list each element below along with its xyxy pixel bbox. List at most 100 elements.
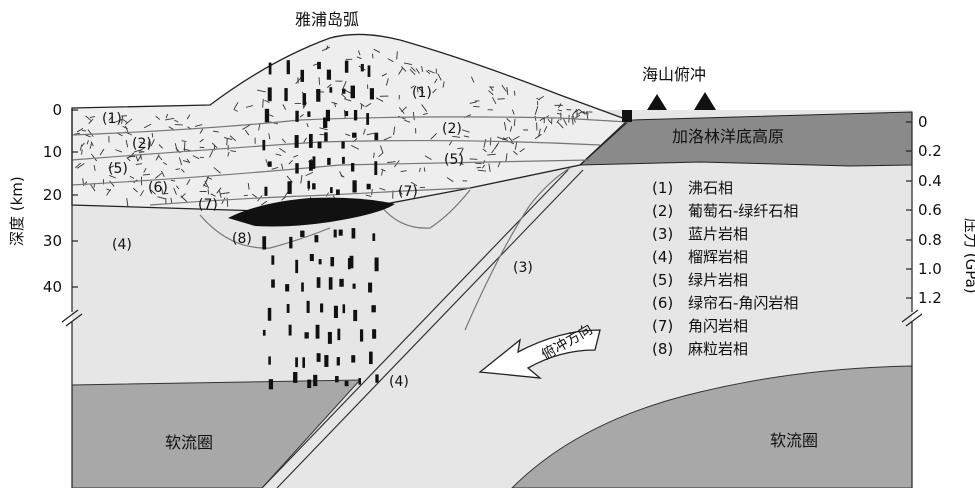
- hatch-stroke: [558, 103, 562, 109]
- hatch-stroke: [76, 127, 84, 133]
- hatch-stroke: [350, 145, 360, 150]
- hatch-stroke: [135, 156, 139, 162]
- melt-vein: [304, 332, 309, 339]
- hatch-stroke: [137, 155, 142, 162]
- melt-vein: [372, 329, 377, 339]
- melt-vein: [371, 305, 376, 313]
- melt-vein: [342, 88, 346, 94]
- hatch-stroke: [157, 196, 166, 200]
- hatch-stroke: [503, 122, 507, 131]
- hatch-stroke: [134, 149, 142, 153]
- melt-vein: [316, 89, 321, 102]
- legend-number: (3): [652, 225, 673, 243]
- facies-label-5-left: (5): [108, 161, 128, 177]
- melt-vein: [351, 355, 356, 363]
- melt-vein: [312, 156, 316, 169]
- hatch-stroke: [452, 135, 461, 138]
- hatch-stroke: [321, 46, 330, 52]
- asthenosphere-right: [511, 365, 913, 488]
- hatch-stroke: [299, 113, 304, 118]
- hatch-stroke: [179, 157, 183, 166]
- hatch-stroke: [421, 104, 428, 112]
- hatch-stroke: [209, 150, 214, 158]
- melt-vein: [285, 284, 290, 292]
- melt-vein: [337, 328, 341, 341]
- left-tick-label: 0: [52, 101, 62, 119]
- hatch-stroke: [457, 147, 463, 150]
- left-axis-title: 深度 (km): [8, 176, 26, 246]
- melt-vein: [374, 132, 379, 141]
- hatch-stroke: [534, 115, 537, 121]
- hatch-stroke: [170, 197, 173, 203]
- hatch-stroke: [108, 165, 115, 169]
- hatch-stroke: [512, 150, 518, 156]
- hatch-stroke: [258, 123, 261, 131]
- hatch-stroke: [303, 137, 307, 143]
- hatch-stroke: [513, 90, 516, 96]
- hatch-stroke: [357, 50, 361, 56]
- hatch-stroke: [139, 190, 144, 197]
- hatch-stroke: [260, 200, 268, 206]
- hatch-stroke: [125, 139, 129, 148]
- hatch-stroke: [476, 166, 482, 169]
- hatch-stroke: [158, 144, 164, 149]
- hatch-stroke: [288, 159, 293, 165]
- slab-lower-line: [276, 169, 584, 488]
- hatch-stroke: [410, 181, 418, 187]
- hatch-stroke: [306, 123, 309, 128]
- left-tick-label: 20: [43, 186, 62, 204]
- melt-vein: [262, 329, 266, 336]
- facies-label-2-right: (2): [442, 121, 462, 137]
- melt-vein: [267, 307, 272, 321]
- right-axis-title: 压力 (GPa): [962, 218, 975, 294]
- hatch-stroke: [547, 118, 552, 124]
- melt-vein: [327, 331, 332, 344]
- melt-vein: [324, 355, 329, 367]
- hatch-stroke: [393, 126, 396, 136]
- facies-label-7-right: (7): [398, 184, 418, 200]
- hatch-stroke: [93, 164, 96, 171]
- melt-vein: [317, 61, 321, 70]
- hatch-stroke: [385, 78, 389, 86]
- hatch-stroke: [162, 193, 169, 195]
- hatch-stroke: [210, 193, 216, 197]
- hatch-stroke: [400, 66, 407, 72]
- hatch-stroke: [199, 128, 204, 134]
- hatch-stroke: [415, 68, 420, 74]
- melt-veins: [262, 60, 379, 390]
- hatch-stroke: [379, 187, 386, 191]
- melt-vein: [315, 324, 320, 339]
- hatch-stroke: [380, 145, 384, 154]
- hatch-stroke: [161, 187, 164, 194]
- hatch-stroke: [473, 105, 480, 108]
- hatch-stroke: [75, 162, 82, 169]
- melt-vein: [344, 60, 349, 73]
- hatch-stroke: [412, 111, 415, 121]
- hatch-stroke: [271, 167, 279, 170]
- legend-facies-name: 沸石相: [688, 179, 733, 197]
- melt-vein: [327, 157, 331, 165]
- melt-vein: [307, 180, 310, 189]
- left-tick-label: 40: [43, 278, 62, 296]
- hatch-stroke: [192, 155, 200, 160]
- hatch-stroke: [186, 179, 191, 186]
- hatch-stroke: [556, 119, 560, 124]
- hatch-stroke: [534, 133, 542, 140]
- hatch-stroke: [416, 87, 419, 93]
- hatch-stroke: [226, 138, 228, 146]
- hatch-stroke: [155, 115, 161, 120]
- melt-vein: [341, 141, 345, 149]
- right-tick-label: 0.8: [918, 231, 942, 249]
- melt-vein: [314, 235, 319, 243]
- melt-vein: [295, 110, 299, 122]
- hatch-stroke: [162, 161, 168, 166]
- hatch-stroke: [514, 141, 518, 150]
- facies-label-4-mantle: (4): [389, 374, 409, 390]
- hatch-stroke: [257, 89, 266, 93]
- melt-vein: [301, 282, 304, 292]
- hatch-stroke: [135, 163, 143, 165]
- hatch-stroke: [174, 143, 178, 152]
- melt-vein: [308, 133, 313, 148]
- melt-vein: [347, 258, 351, 270]
- left-axis-break-2: [65, 313, 83, 327]
